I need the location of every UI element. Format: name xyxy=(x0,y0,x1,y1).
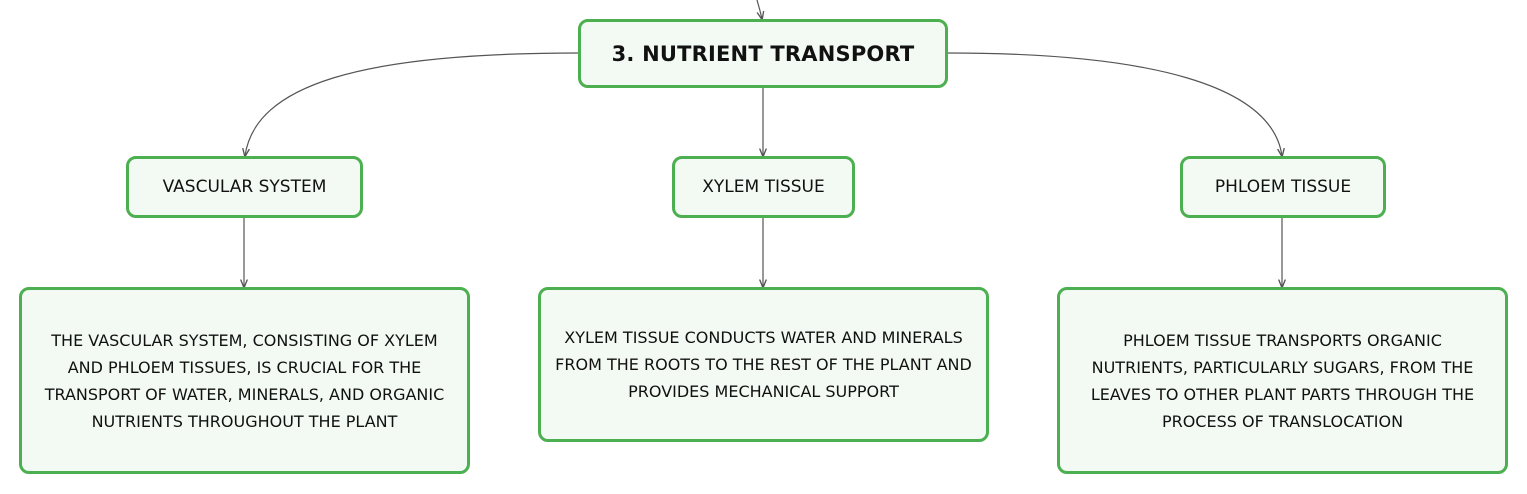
root-node[interactable]: 3. NUTRIENT TRANSPORT xyxy=(578,19,948,88)
detail-line: PROCESS OF TRANSLOCATION xyxy=(1161,411,1404,431)
detail-text: XYLEM TISSUE CONDUCTS WATER AND MINERALS… xyxy=(555,324,972,405)
detail-line: NUTRIENTS, PARTICULARLY SUGARS, FROM THE xyxy=(1091,357,1474,377)
detail-line: NUTRIENTS THROUGHOUT THE PLANT xyxy=(91,411,398,431)
detail-line: XYLEM TISSUE CONDUCTS WATER AND MINERALS xyxy=(564,328,963,347)
topic-node-phloem-tissue[interactable]: PHLOEM TISSUE xyxy=(1180,156,1386,218)
root-node-label: 3. NUTRIENT TRANSPORT xyxy=(611,41,915,66)
detail-node-xylem-tissue[interactable]: XYLEM TISSUE CONDUCTS WATER AND MINERALS… xyxy=(538,287,989,442)
incoming-connector xyxy=(756,0,762,19)
detail-line: PROVIDES MECHANICAL SUPPORT xyxy=(628,382,899,401)
topic-node-label: PHLOEM TISSUE xyxy=(1214,177,1352,197)
detail-line: THE VASCULAR SYSTEM, CONSISTING OF XYLEM xyxy=(51,330,438,350)
detail-node-phloem-tissue[interactable]: PHLOEM TISSUE TRANSPORTS ORGANIC NUTRIEN… xyxy=(1057,287,1508,474)
connector-root-phloem xyxy=(947,52,1282,156)
detail-line: LEAVES TO OTHER PLANT PARTS THROUGH THE xyxy=(1090,384,1475,404)
detail-line: FROM THE ROOTS TO THE REST OF THE PLANT … xyxy=(555,355,972,374)
detail-text: THE VASCULAR SYSTEM, CONSISTING OF XYLEM… xyxy=(45,327,445,435)
detail-node-vascular-system[interactable]: THE VASCULAR SYSTEM, CONSISTING OF XYLEM… xyxy=(19,287,470,474)
connector-root-vascular xyxy=(245,52,579,156)
topic-node-label: XYLEM TISSUE xyxy=(702,177,825,197)
topic-node-label: VASCULAR SYSTEM xyxy=(162,177,327,197)
detail-line: PHLOEM TISSUE TRANSPORTS ORGANIC xyxy=(1123,330,1442,350)
detail-text: PHLOEM TISSUE TRANSPORTS ORGANIC NUTRIEN… xyxy=(1091,327,1474,435)
detail-line: AND PHLOEM TISSUES, IS CRUCIAL FOR THE xyxy=(67,357,422,377)
topic-node-xylem-tissue[interactable]: XYLEM TISSUE xyxy=(672,156,855,218)
detail-line: TRANSPORT OF WATER, MINERALS, AND ORGANI… xyxy=(44,384,445,404)
topic-node-vascular-system[interactable]: VASCULAR SYSTEM xyxy=(126,156,363,218)
